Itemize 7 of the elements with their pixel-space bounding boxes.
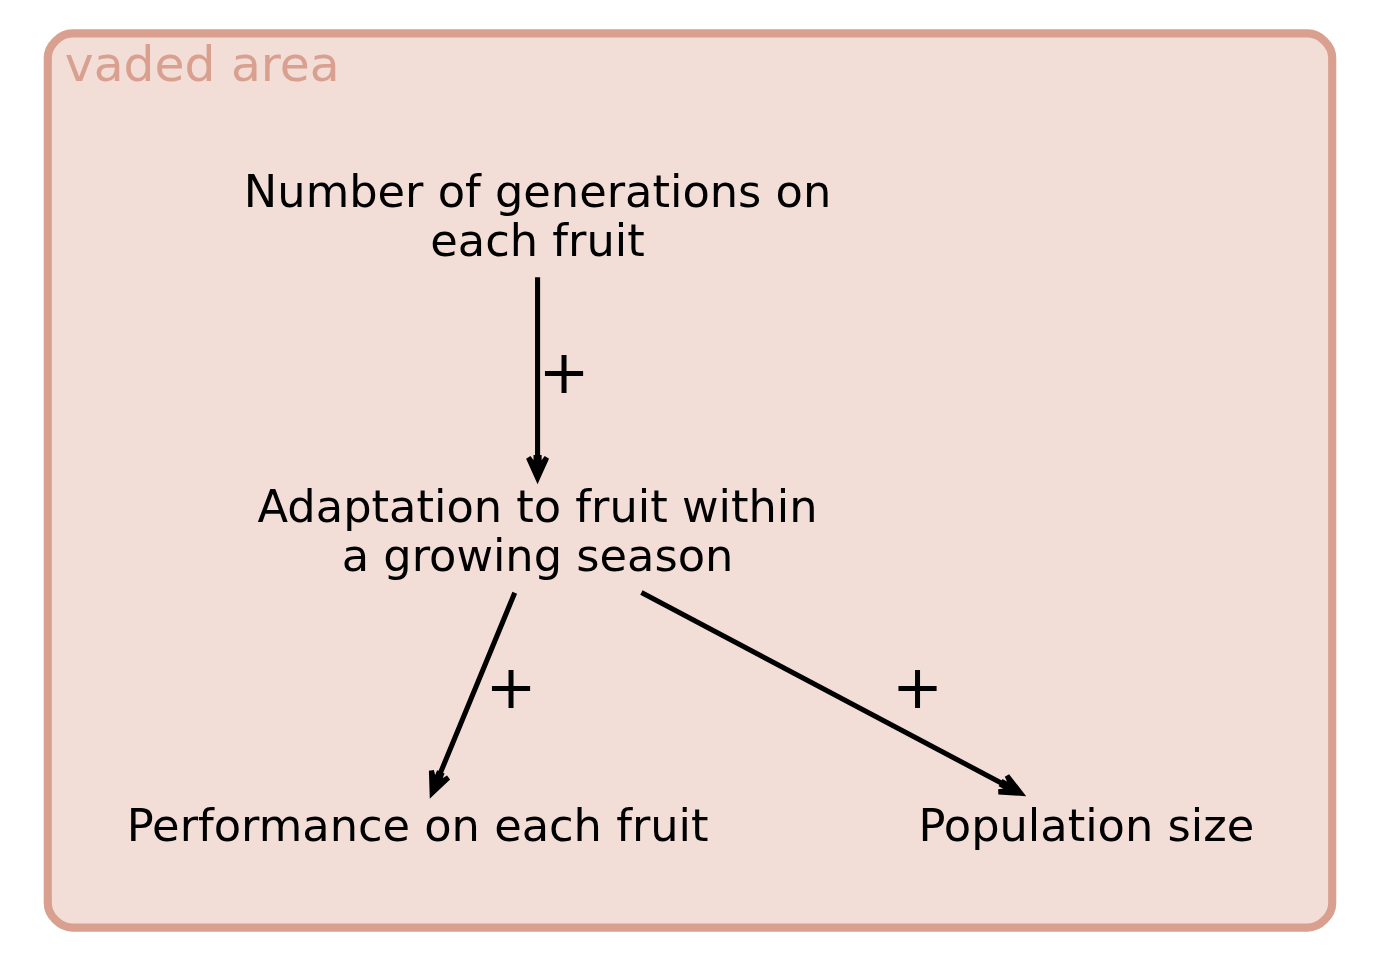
node-text: Number of generations on each fruit (243, 164, 831, 267)
edge-label: + (485, 650, 537, 722)
edge-label: + (537, 335, 590, 407)
edge-label: + (891, 650, 943, 722)
node-text: Performance on each fruit (126, 798, 709, 852)
node-text: Adaptation to fruit within a growing season (257, 479, 818, 582)
node-text: Population size (917, 798, 1254, 852)
